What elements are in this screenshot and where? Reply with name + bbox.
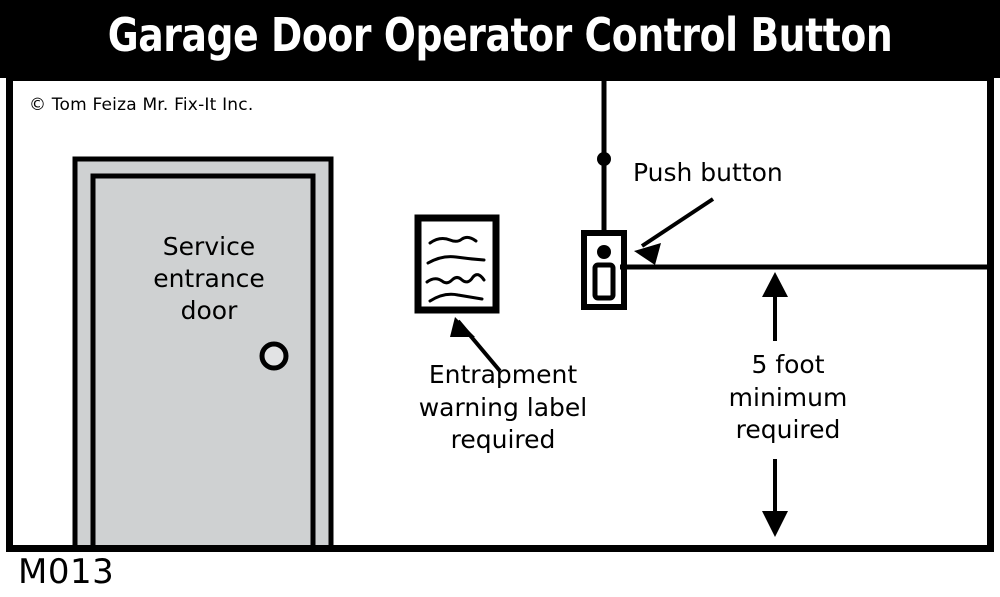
push-button-callout-label: Push button <box>633 158 783 187</box>
copyright-notice: © Tom Feiza Mr. Fix-It Inc. <box>29 95 254 115</box>
push-button-indicator <box>597 245 611 259</box>
figure-code: M013 <box>18 552 115 592</box>
push-button-assembly <box>581 81 715 310</box>
clearance-arrow-head-up <box>762 272 788 297</box>
title-band: Garage Door Operator Control Button <box>0 0 1000 78</box>
warning-label-text-squiggles <box>425 235 486 303</box>
clearance-dimension-arrow <box>762 272 788 537</box>
service-entrance-door <box>72 156 334 545</box>
page-title: Garage Door Operator Control Button <box>107 8 893 62</box>
door-knob-icon <box>259 341 289 371</box>
entrapment-warning-callout-label: Entrapment warning label required <box>418 360 588 454</box>
wire-junction-dot <box>597 152 611 166</box>
entrapment-callout-arrow <box>450 317 502 373</box>
entrapment-warning-placard <box>414 214 502 373</box>
illustration-canvas <box>72 81 987 545</box>
push-button-switch <box>592 262 616 301</box>
push-button-callout-arrow <box>634 197 715 265</box>
clearance-arrow-head-down <box>762 511 788 537</box>
service-entrance-door-label: Service entrance door <box>153 232 265 325</box>
illustration-frame: © Tom Feiza Mr. Fix-It Inc. Service entr… <box>6 74 994 552</box>
clearance-dimension-label: 5 foot minimum required <box>728 350 848 444</box>
